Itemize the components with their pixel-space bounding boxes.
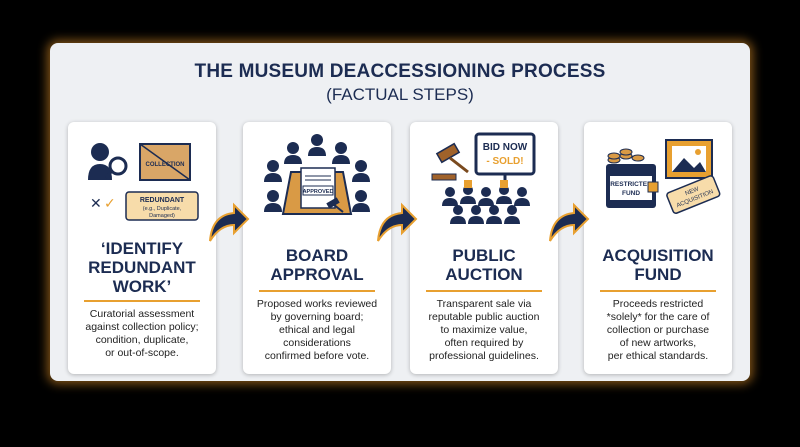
next-step-arrow-icon [377, 202, 418, 242]
page-title: THE MUSEUM DEACCESSIONING PROCESS [194, 61, 606, 82]
x-mark-icon: ✕ [90, 196, 102, 212]
step-heading: ‘IDENTIFY REDUNDANT WORK’ [88, 239, 196, 296]
new-tag-1: NEW [685, 186, 701, 197]
step-description: Proceeds restricted *solely* for the car… [606, 298, 710, 362]
screen-text-1: BID NOW [483, 142, 528, 153]
step-description: Proposed works reviewed by governing boa… [256, 298, 378, 362]
step-heading: ACQUISITION FUND [602, 246, 714, 284]
step-card-identify: COLLECTION ✕ ✓ REDUNDANT (e.g., Duplicat… [68, 122, 216, 374]
step-card-board-approval: APPROVED BOARD APPROVAL Proposed works r… [243, 122, 391, 374]
tag-detail-2: Damaged) [149, 213, 175, 219]
divider [259, 290, 375, 292]
approved-stamp: APPROVED [303, 189, 334, 195]
infographic-panel: THE MUSEUM DEACCESSIONING PROCESS (FACTU… [50, 43, 750, 381]
tag-detail: (e.g., Duplicate, [143, 206, 182, 212]
step-card-public-auction: BID NOW - SOLD! PUBLIC AUCTI [410, 122, 558, 374]
step-heading: PUBLIC AUCTION [445, 246, 523, 284]
screen-text-2: - SOLD! [486, 156, 523, 167]
check-mark-icon: ✓ [104, 196, 116, 212]
curator-crate-illustration: COLLECTION ✕ ✓ REDUNDANT (e.g., Duplicat… [88, 143, 199, 221]
chest-label-2: FUND [622, 190, 640, 197]
divider [600, 290, 716, 292]
crate-label: COLLECTION [146, 162, 185, 168]
next-step-arrow-icon [549, 202, 590, 242]
fund-chest-illustration: RESTRICTED FUND NEW ACQUISITION [606, 139, 721, 214]
divider [84, 300, 200, 302]
divider [426, 290, 542, 292]
step-heading: BOARD APPROVAL [270, 246, 364, 284]
lock-icon [647, 181, 659, 193]
step-description: Transparent sale via reputable public au… [428, 298, 540, 362]
boardroom-illustration: APPROVED [264, 134, 370, 215]
tag-title: REDUNDANT [140, 197, 185, 204]
page-subtitle: (FACTUAL STEPS) [326, 85, 474, 104]
chest-label-1: RESTRICTED [610, 181, 652, 188]
auction-illustration: BID NOW - SOLD! [431, 132, 536, 224]
step-description: Curatorial assessment against collection… [85, 308, 199, 359]
step-card-acquisition-fund: RESTRICTED FUND NEW ACQUISITION ACQUISIT… [584, 122, 732, 374]
next-step-arrow-icon [209, 202, 250, 242]
